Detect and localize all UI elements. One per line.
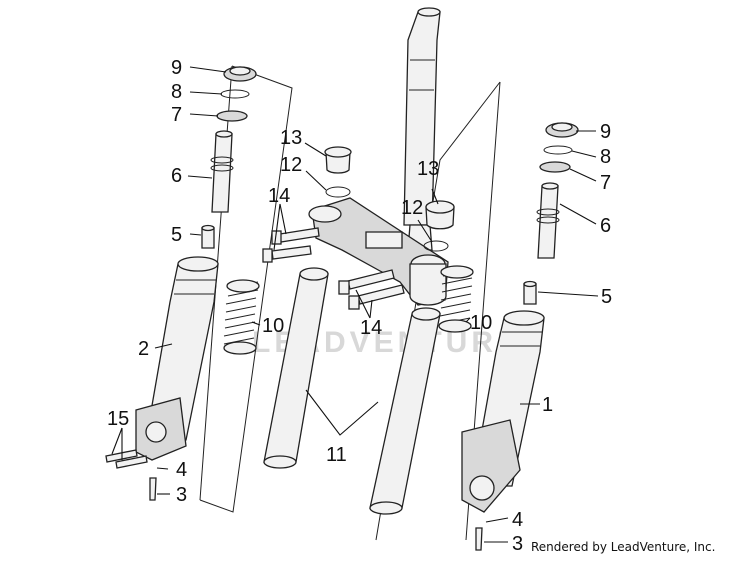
callout-11: 11: [326, 444, 347, 466]
callout-14-upper: 14: [268, 185, 290, 207]
fork-crown: [308, 197, 449, 306]
callout-14-lower: 14: [360, 317, 382, 339]
callout-3-left: 3: [176, 484, 187, 506]
fork-leg-left: [105, 256, 219, 501]
callout-10-right: 10: [470, 312, 492, 334]
callout-9-left: 9: [171, 57, 182, 79]
crown-bushing-left: [324, 146, 352, 198]
crown-bushing-right: [423, 200, 455, 252]
callout-9-right: 9: [600, 121, 611, 143]
callout-7-right: 7: [600, 172, 611, 194]
callout-3-right: 3: [512, 533, 523, 555]
render-credit: Rendered by LeadVenture, Inc.: [531, 540, 716, 554]
fork-leg-right: [461, 310, 545, 551]
crown-bolts-lower: [338, 269, 405, 310]
steering-stem-tube: [403, 7, 441, 251]
callout-12-right: 12: [401, 197, 423, 219]
callout-13-left: 13: [280, 127, 302, 149]
left-top-parts: [201, 66, 257, 249]
callout-13-right: 13: [417, 158, 439, 180]
callout-4-left: 4: [176, 459, 187, 481]
callout-8-left: 8: [171, 81, 182, 103]
leader-lines: [111, 66, 599, 543]
fork-spring-right: [438, 265, 474, 333]
crown-bolts-upper: [262, 227, 320, 263]
callout-7-left: 7: [171, 104, 182, 126]
inner-tube-left: [263, 267, 329, 469]
inner-tube-right: [369, 307, 441, 515]
callout-10-left: 10: [262, 315, 284, 337]
callout-numbers: 9 8 7 6 5 2 15 4 3 14 13 12 10 14 13 12 …: [107, 57, 612, 555]
callout-6-left: 6: [171, 165, 182, 187]
callout-8-right: 8: [600, 146, 611, 168]
callout-1: 1: [542, 394, 553, 416]
callout-12-left: 12: [280, 154, 302, 176]
callout-2: 2: [138, 338, 149, 360]
right-top-parts: [523, 122, 579, 305]
callout-5-right: 5: [601, 286, 612, 308]
callout-6-right: 6: [600, 215, 611, 237]
callout-15: 15: [107, 408, 129, 430]
fork-spring-left: [223, 279, 260, 355]
callout-4-right: 4: [512, 509, 523, 531]
callout-5-left: 5: [171, 224, 182, 246]
